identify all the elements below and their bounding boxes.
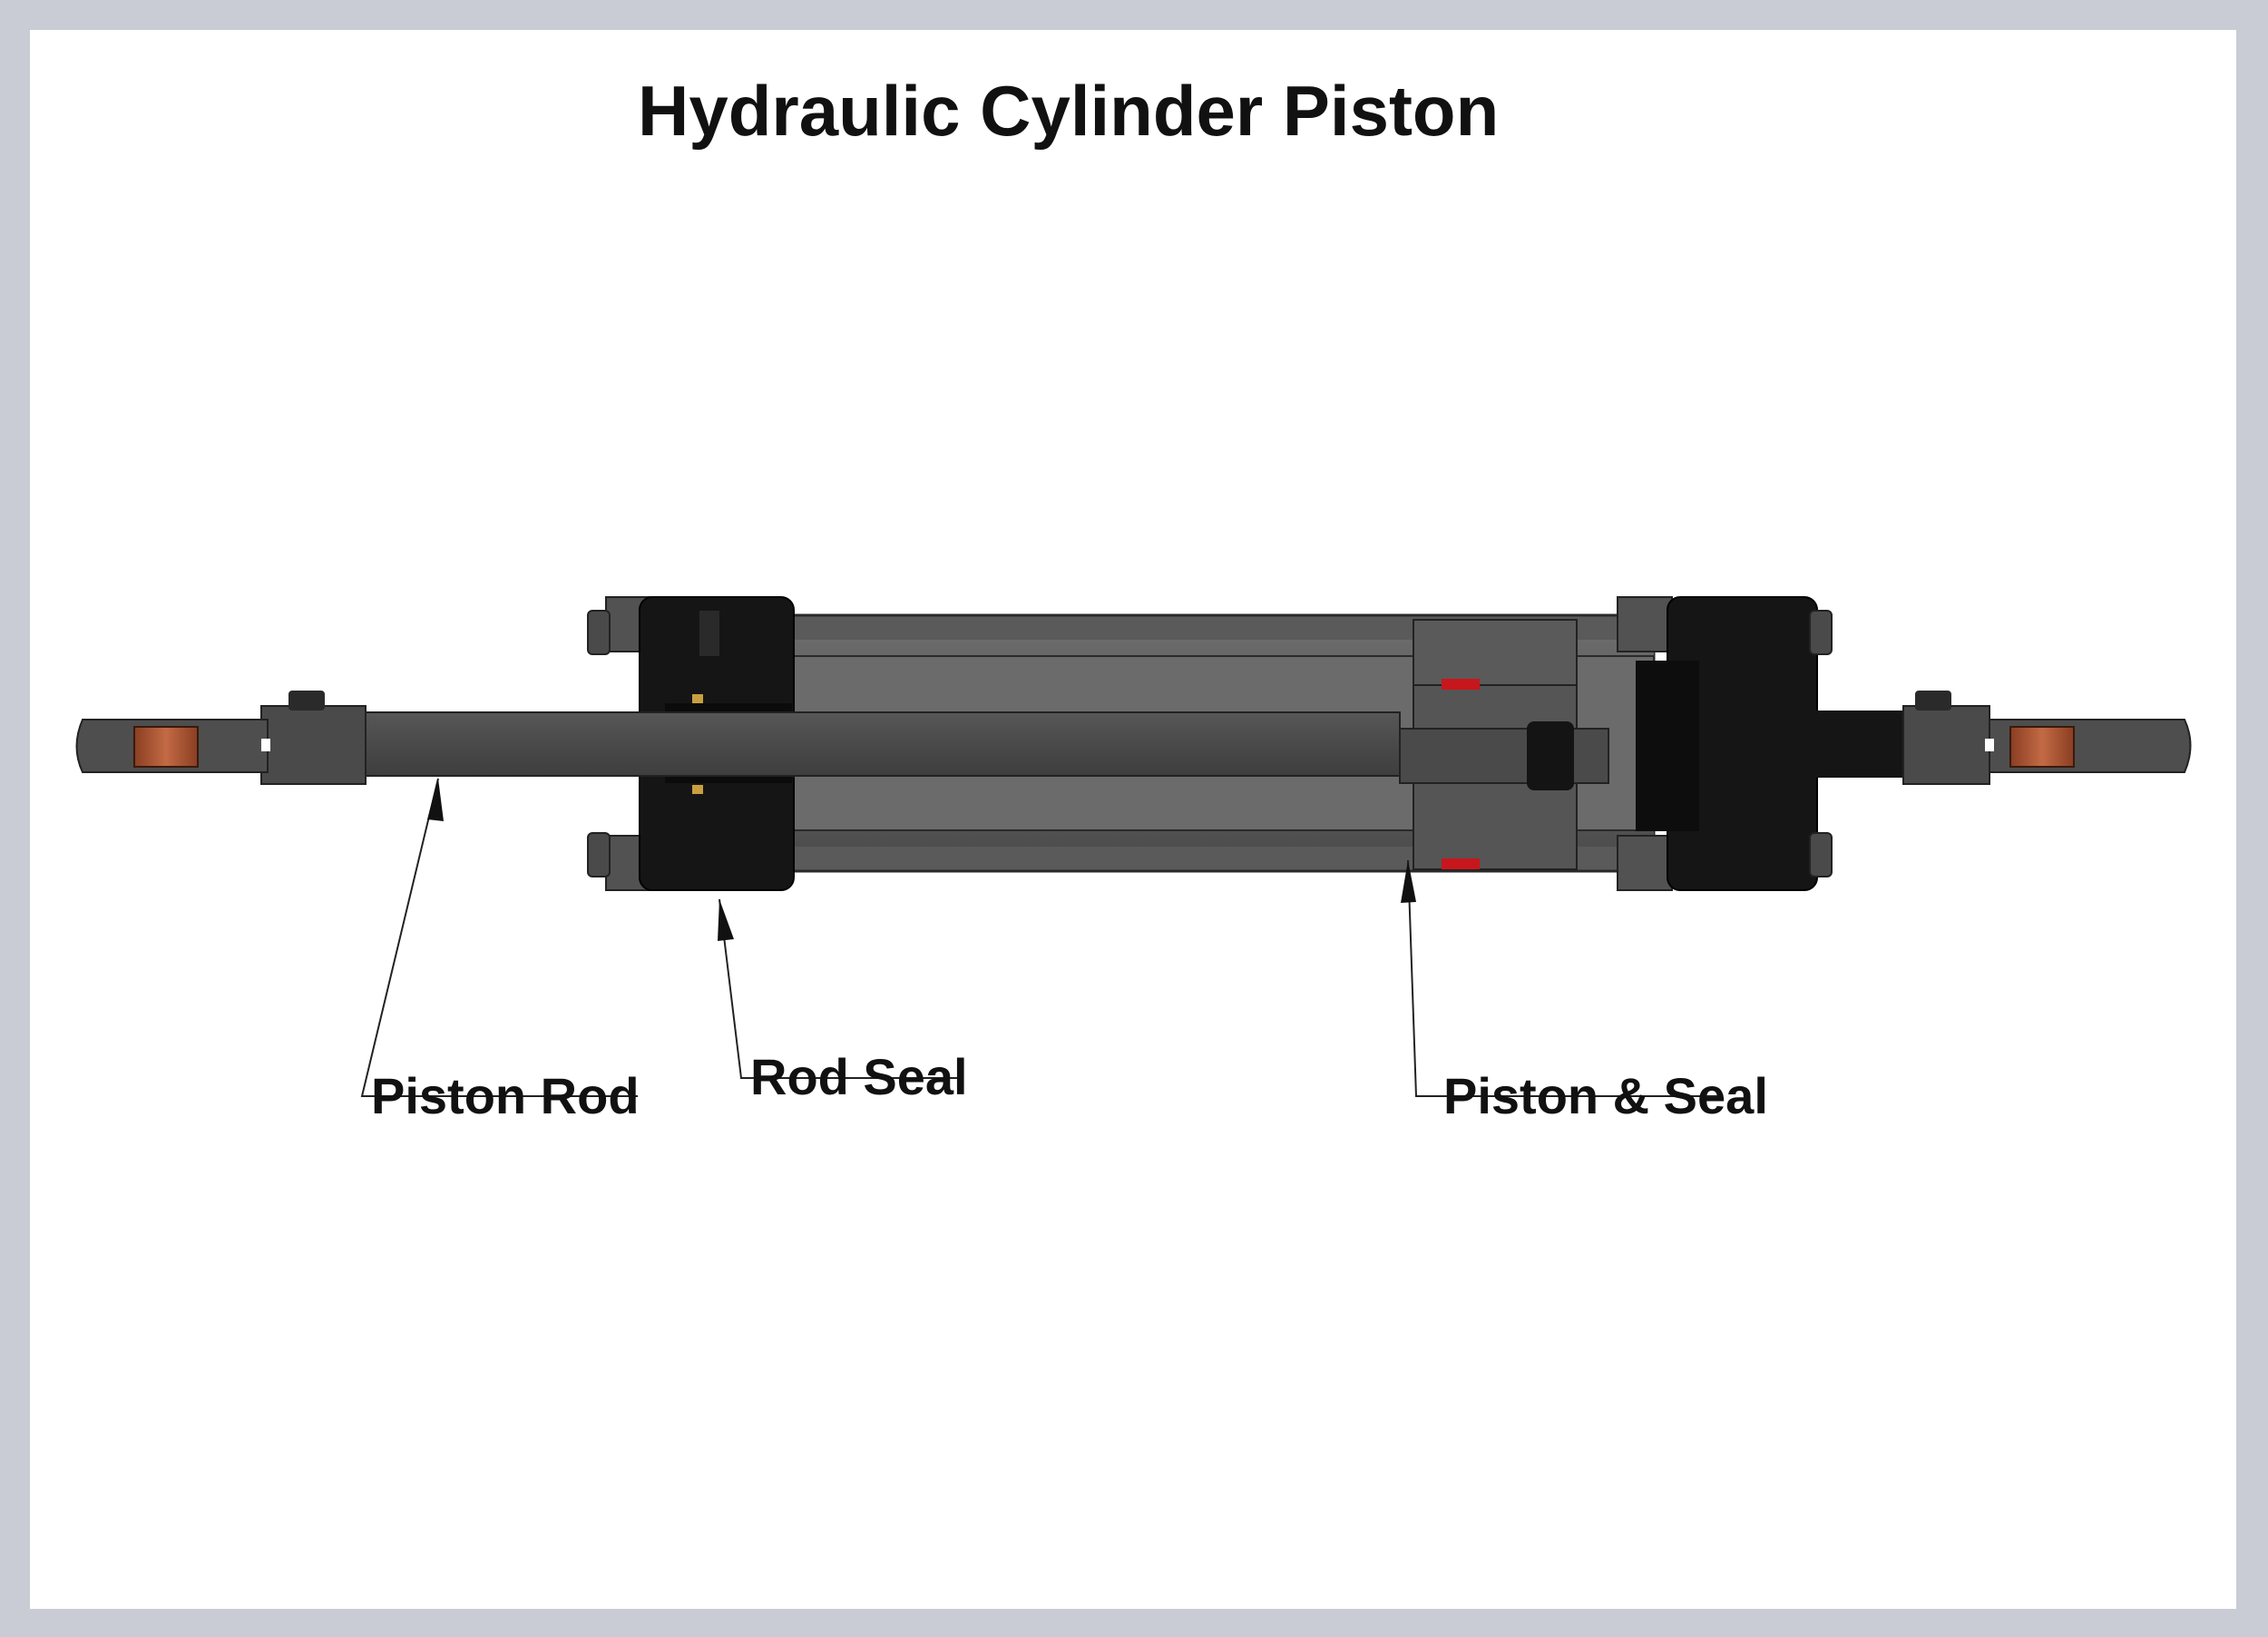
- arrowhead-piston-seal: [1401, 860, 1416, 903]
- cap-clevis-eye: [1985, 719, 2192, 773]
- arrowhead-rod-seal: [718, 899, 734, 941]
- leader-lines: [360, 778, 1718, 1097]
- leader-piston-rod: [360, 778, 638, 1097]
- rod-clevis-eye: [75, 691, 367, 785]
- cap-end-block: [1617, 596, 1990, 891]
- piston-assembly: [1399, 619, 1609, 870]
- label-rod-seal: Rod Seal: [750, 1048, 968, 1105]
- label-piston-seal: Piston & Seal: [1443, 1067, 1768, 1124]
- arrowhead-piston-rod: [427, 779, 444, 821]
- piston-rod: [333, 711, 1401, 777]
- diagram-canvas: Hydraulic Cylinder Piston: [30, 30, 2236, 1609]
- diagram-title: Hydraulic Cylinder Piston: [638, 71, 1500, 151]
- label-piston-rod: Piston Rod: [371, 1067, 640, 1124]
- leader-piston-seal: [1407, 859, 1718, 1097]
- hydraulic-cylinder-illustration: [75, 596, 2192, 1097]
- leader-rod-seal: [719, 898, 958, 1079]
